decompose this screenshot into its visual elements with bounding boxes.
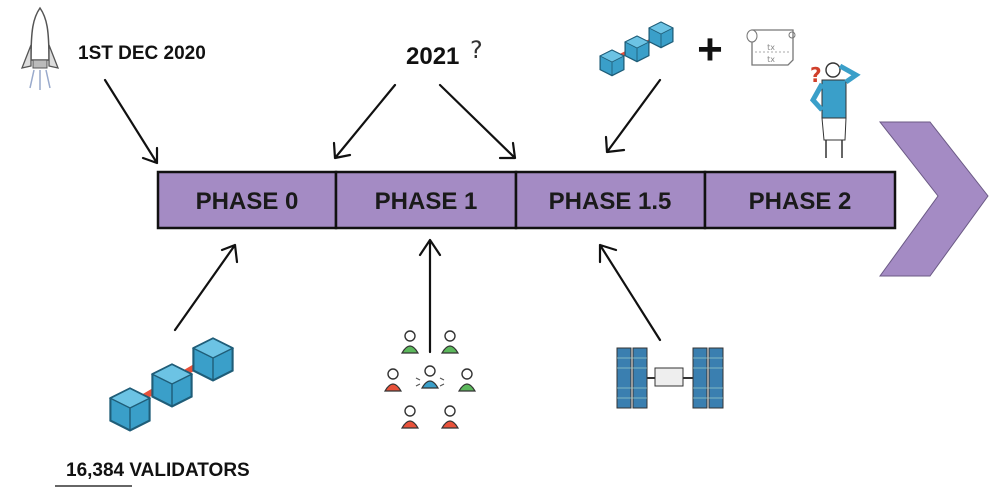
arrow-from-network bbox=[418, 238, 442, 354]
plus-icon: + bbox=[697, 25, 723, 74]
phase-0-segment bbox=[156, 170, 338, 230]
arrow-to-phase-0 bbox=[103, 78, 159, 165]
confused-person-icon: ? bbox=[809, 62, 861, 158]
validators-chain-icon bbox=[109, 337, 234, 432]
rocket-icon bbox=[20, 6, 60, 90]
tx-label: tx bbox=[767, 43, 775, 52]
network-people-icon bbox=[384, 330, 476, 429]
beacon-chain-icon bbox=[599, 21, 674, 77]
phase-0-label: PHASE 0 bbox=[196, 188, 299, 215]
phase-1-label: PHASE 1 bbox=[375, 188, 478, 215]
satellite-icon bbox=[616, 347, 724, 409]
launch-date-label: 1ST DEC 2020 bbox=[78, 43, 206, 64]
arrow-from-satellite bbox=[598, 243, 662, 342]
phase-1-5-segment bbox=[514, 170, 707, 230]
arrow-to-phase-1-end bbox=[438, 83, 517, 160]
year-label: 2021 bbox=[406, 43, 459, 70]
arrow-to-phase-1-start bbox=[332, 83, 397, 160]
year-question-mark: ? bbox=[470, 36, 483, 64]
question-mark: ? bbox=[810, 63, 822, 87]
phase-bar: PHASE 0 PHASE 1 PHASE 1.5 PHASE 2 bbox=[156, 170, 897, 230]
arrow-from-validators bbox=[173, 243, 239, 332]
phase-2-label: PHASE 2 bbox=[749, 188, 852, 215]
phase-2-segment bbox=[703, 170, 897, 230]
validators-label: 16,384 VALIDATORS bbox=[66, 460, 250, 481]
chevron-arrow-icon bbox=[878, 121, 989, 277]
arrow-to-phase-1-5 bbox=[604, 78, 662, 154]
tx-label: tx bbox=[767, 55, 775, 64]
phase-1-5-label: PHASE 1.5 bbox=[549, 188, 672, 215]
transaction-scroll-icon: tx tx bbox=[746, 29, 796, 66]
phase-1-segment bbox=[334, 170, 518, 230]
